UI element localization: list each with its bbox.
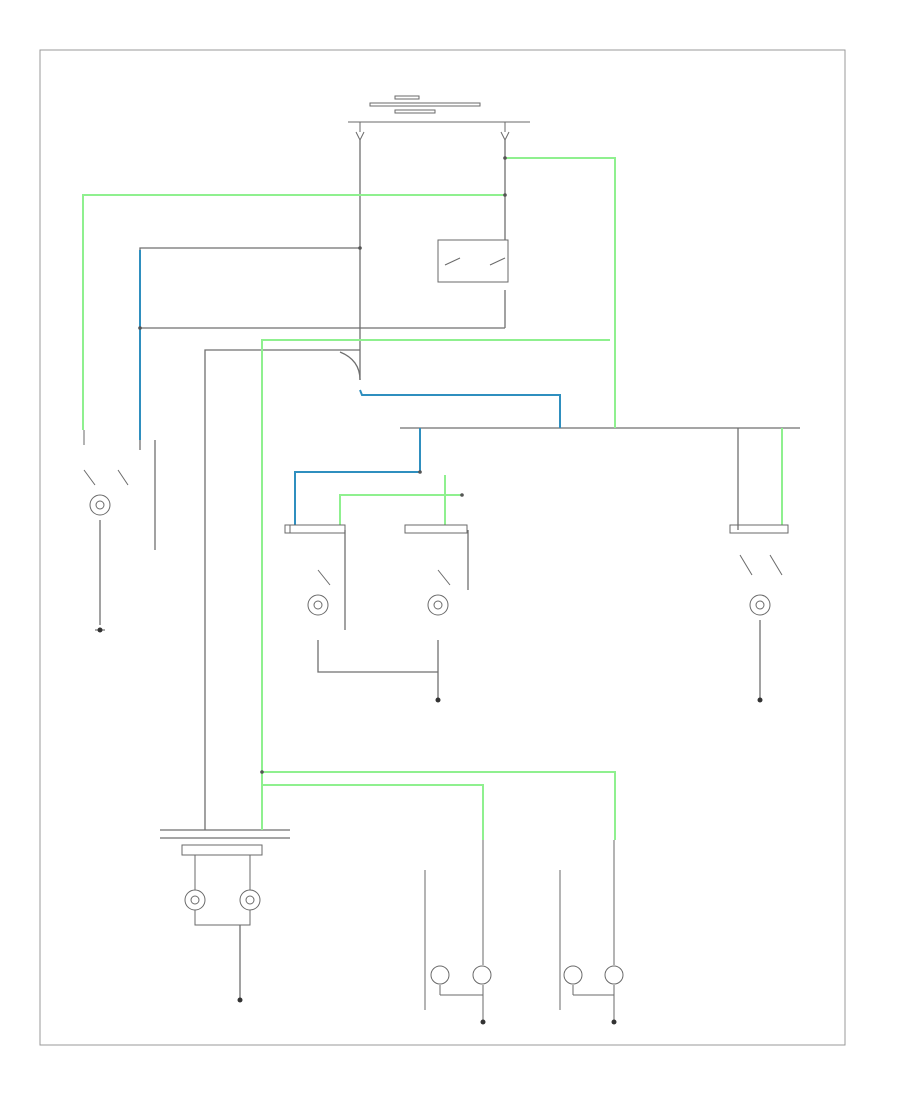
right-connector [729,524,789,534]
lamp-bulb-icon [424,840,492,1020]
center-connector-left [284,524,346,534]
junction-dots [138,156,507,774]
ground-icon [480,1019,486,1025]
lamp-bulb-icon [559,840,624,1020]
ground-icon [237,997,243,1003]
ground-icon [435,697,441,703]
lamp-bulb-icon [427,569,451,616]
ground-icon [757,697,763,703]
diagram-frame [39,49,846,1046]
center-connector-right [404,524,468,534]
lamp-bulb-icon [739,554,783,616]
blue-wires [139,250,561,525]
lamp-bulb-icon [83,430,129,516]
ground-icon [611,1019,617,1025]
top-module-connector [348,95,530,142]
green-wires [82,157,783,840]
ground-icon [95,627,105,633]
lamp-bulb-icon [307,569,331,616]
door-switch-icon [437,239,509,283]
gray-wires [99,140,800,839]
lower-left-module [181,844,263,1000]
